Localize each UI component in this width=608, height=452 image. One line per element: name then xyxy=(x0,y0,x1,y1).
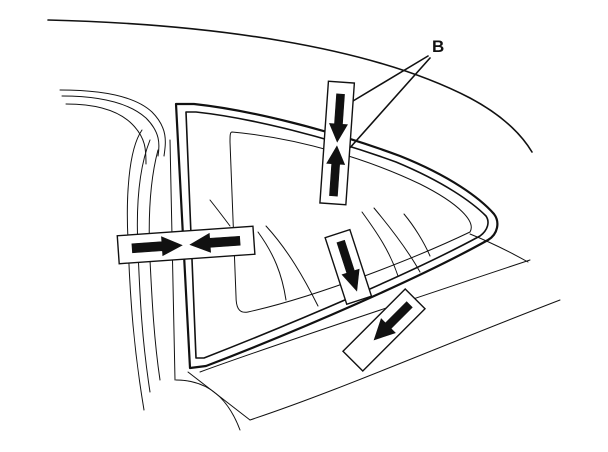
opposing-arrows-icon xyxy=(131,232,241,257)
leader-line-upper xyxy=(347,55,429,105)
callout-label-b: B xyxy=(432,37,444,56)
quarter-glass-inner-edge xyxy=(229,131,472,313)
glass-reflection-lines xyxy=(209,199,431,307)
roof-line xyxy=(47,19,533,153)
left-callout xyxy=(116,225,256,265)
opposing-arrows-icon xyxy=(326,93,348,197)
callout-box xyxy=(319,80,356,206)
opposing-arrows-icon xyxy=(336,239,413,341)
callout-box xyxy=(116,225,256,265)
lower-right-callout xyxy=(324,228,427,373)
quarter-glass-molding xyxy=(174,102,499,370)
leader-line-lower xyxy=(347,57,431,151)
top-right-callout xyxy=(319,80,356,206)
